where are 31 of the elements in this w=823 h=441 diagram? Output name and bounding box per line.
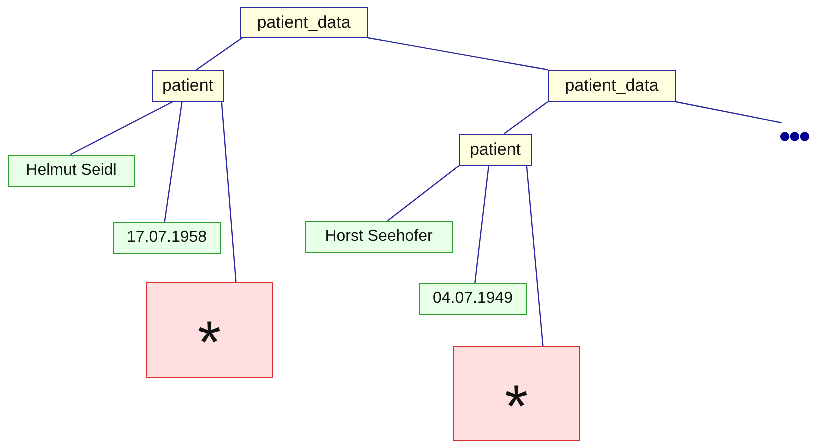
tree-edge xyxy=(676,101,782,124)
tree-edge xyxy=(526,166,544,346)
tree-edge xyxy=(164,102,183,222)
tree-edge xyxy=(196,38,243,70)
value-text: Helmut Seidl xyxy=(26,162,117,180)
value-box xyxy=(8,155,135,187)
subtree-symbol: * xyxy=(504,372,528,436)
subtree-box xyxy=(453,346,580,441)
tree-edge xyxy=(70,101,174,156)
element-name: patient xyxy=(470,140,522,160)
tree-edge xyxy=(221,102,237,282)
value-box xyxy=(113,222,221,254)
value-box xyxy=(305,221,453,253)
element-box xyxy=(548,70,676,102)
tree-edge xyxy=(504,102,548,134)
element-box xyxy=(459,134,532,166)
value-text: 04.07.1949 xyxy=(432,290,514,308)
element-name: patient_data xyxy=(257,12,351,32)
ellipsis: ••• xyxy=(779,118,809,156)
subtree-symbol: * xyxy=(198,308,222,373)
value-box xyxy=(419,283,527,315)
element-name: patient_data xyxy=(565,76,659,96)
tree-edge xyxy=(368,37,548,71)
value-text: 17.07.1958 xyxy=(126,229,208,247)
element-box xyxy=(240,7,368,38)
subtree-box xyxy=(146,282,273,378)
element-box xyxy=(152,70,224,102)
value-text: Horst Seehofer xyxy=(325,228,433,246)
tree-edge xyxy=(474,166,490,284)
element-name: patient xyxy=(162,76,214,96)
tree-edge xyxy=(388,166,460,222)
